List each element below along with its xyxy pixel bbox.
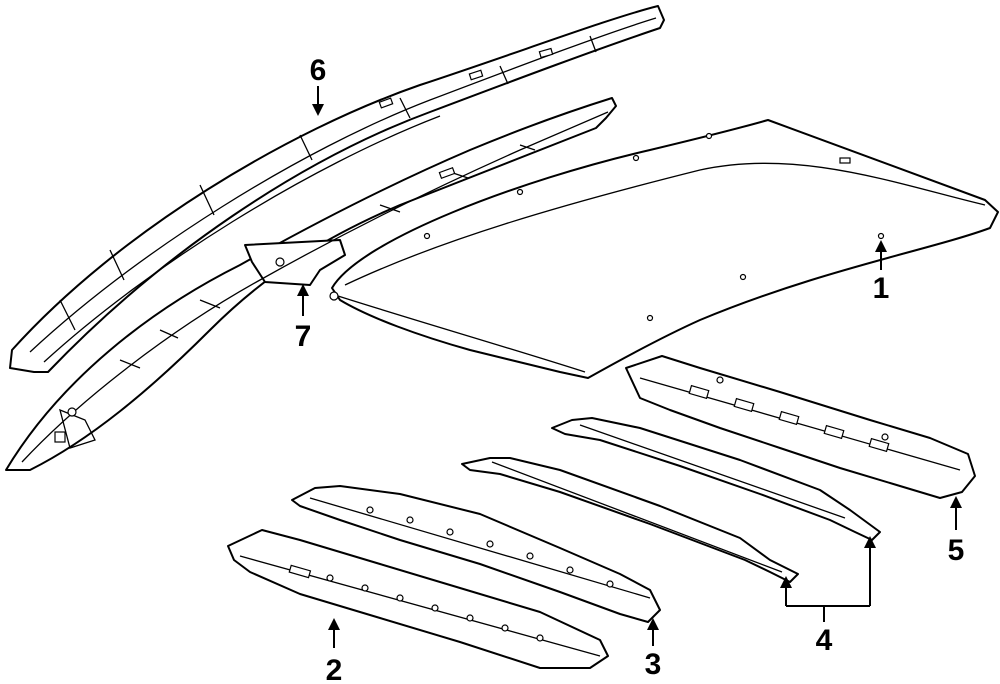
part-4-roof-bows <box>461 417 881 583</box>
callout-5: 5 <box>948 534 965 567</box>
part-7-roof-side-rail-inner <box>5 97 617 471</box>
callout-3: 3 <box>645 648 662 681</box>
part-5-rear-roof-header <box>625 355 976 499</box>
part-1-roof-panel <box>329 119 999 379</box>
part-6-roof-side-rail-outer <box>9 5 665 373</box>
callout-6: 6 <box>310 54 327 87</box>
callout-1: 1 <box>873 272 890 305</box>
part-3-front-header-inner <box>291 485 661 623</box>
callout-4: 4 <box>816 624 833 657</box>
leader-lines <box>297 86 962 648</box>
callout-7: 7 <box>295 320 312 353</box>
callout-2: 2 <box>326 654 343 684</box>
part-2-front-header-outer <box>227 529 609 669</box>
